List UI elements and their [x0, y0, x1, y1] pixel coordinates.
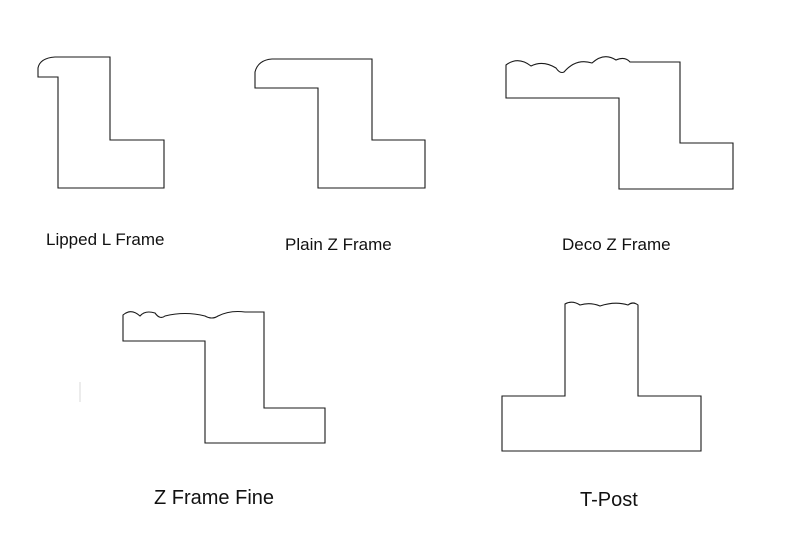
- label-plain-z-frame: Plain Z Frame: [285, 235, 392, 254]
- deco-z-frame-outline: [505, 56, 734, 190]
- t-post-outline: [501, 301, 702, 452]
- lipped-l-frame-outline: [37, 56, 165, 189]
- label-t-post: T-Post: [580, 489, 638, 511]
- label-lipped-l-frame: Lipped L Frame: [46, 230, 165, 249]
- label-deco-z-frame: Deco Z Frame: [562, 235, 671, 254]
- z-frame-fine-outline: [122, 310, 326, 444]
- label-z-frame-fine: Z Frame Fine: [154, 487, 275, 509]
- plain-z-frame-outline: [254, 58, 426, 189]
